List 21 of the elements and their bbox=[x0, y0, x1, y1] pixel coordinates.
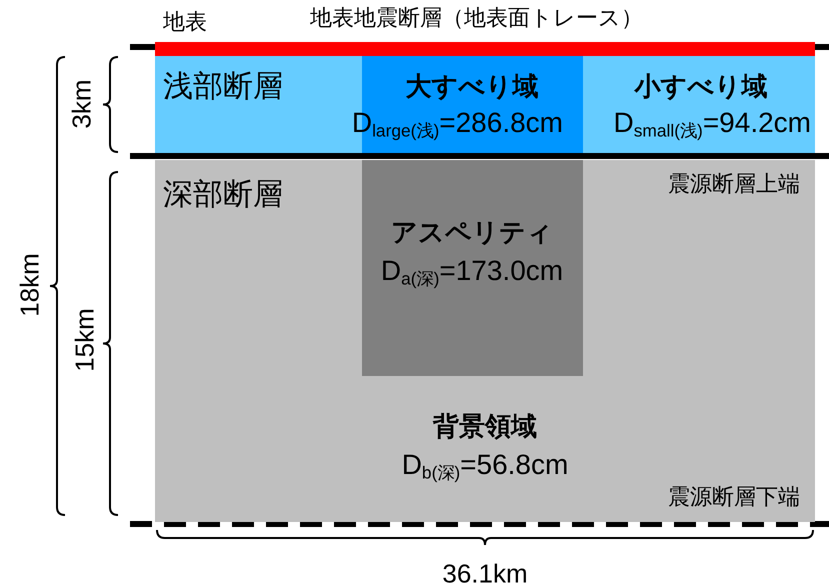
region-title: 深部断層 bbox=[163, 178, 283, 211]
region-title: アスペリティ bbox=[391, 218, 553, 247]
shallow-fault-band bbox=[155, 56, 815, 153]
region-title: 浅部断層 bbox=[163, 70, 283, 103]
dimension-label: 15km bbox=[70, 308, 100, 372]
dimension-label: 3km bbox=[68, 79, 96, 129]
region-title: 地表地震断層（地表面トレース） bbox=[310, 6, 643, 30]
fault-top-label: 震源断層上端 bbox=[668, 172, 800, 196]
dimension-label: 36.1km bbox=[442, 560, 528, 588]
region-title: 小すべり域 bbox=[634, 72, 768, 101]
slip-value: D$_{small(浅)}$=94.2cm bbox=[614, 108, 811, 140]
slip-value: D$_{b(深)}$=56.8cm bbox=[402, 450, 568, 482]
region-title: 大すべり域 bbox=[406, 72, 538, 101]
slip-value: D$_{large(浅)}$=286.8cm bbox=[352, 108, 563, 140]
surface-label: 地表 bbox=[163, 10, 207, 34]
fault-bottom-label: 震源断層下端 bbox=[668, 485, 800, 510]
deep-fault-band bbox=[155, 160, 815, 522]
slip-value: D$_{a(深)}$=173.0cm bbox=[380, 256, 564, 288]
asperity-region bbox=[362, 160, 583, 376]
region-title: 背景領域 bbox=[433, 412, 537, 441]
dimension-label: 18km bbox=[16, 253, 44, 317]
